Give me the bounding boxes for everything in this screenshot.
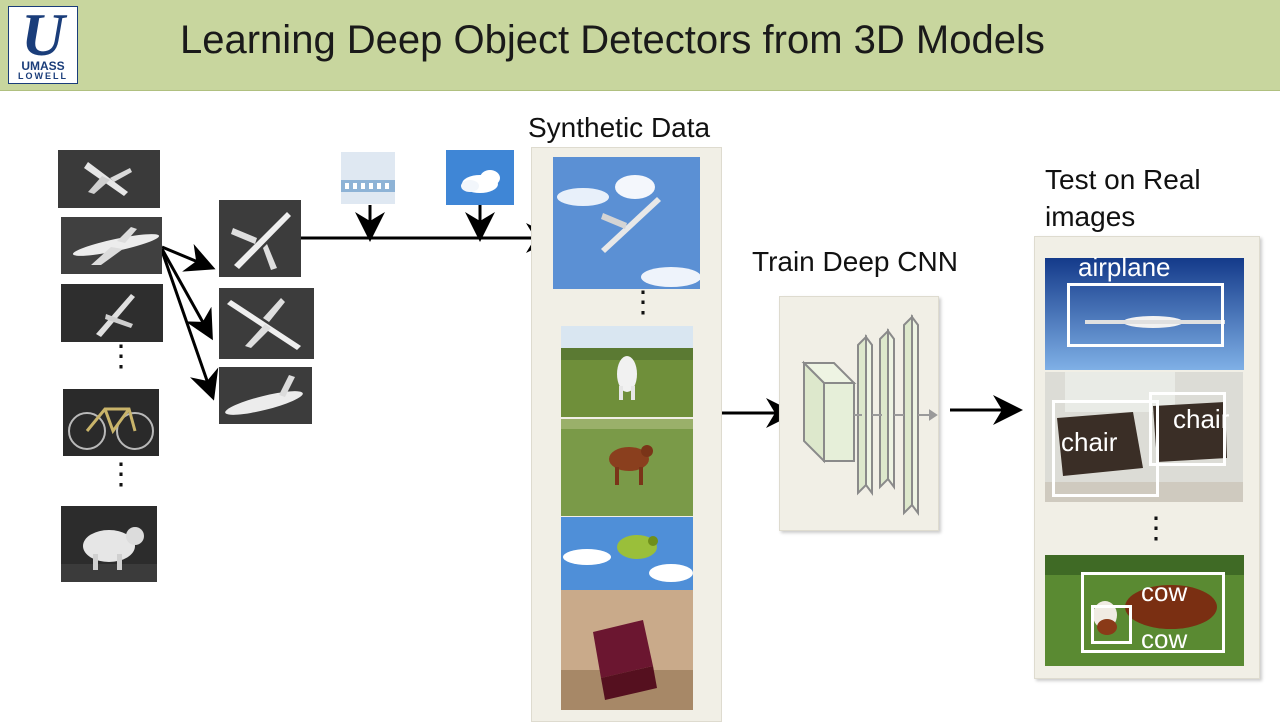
slide-title: Learning Deep Object Detectors from 3D M… (180, 18, 1045, 62)
detection-box-airplane (1067, 283, 1224, 347)
synthetic-image-chair (561, 590, 693, 710)
arrow-to-view-2 (160, 248, 213, 341)
logo-word-top: UMASS (21, 59, 65, 73)
sheep-3d-model-icon (61, 506, 157, 582)
airplane-3d-model-icon (219, 367, 312, 424)
model-thumb-airplane-top (58, 150, 160, 208)
test-label-line2: images (1045, 201, 1136, 232)
synthetic-airplane-image (553, 157, 700, 289)
synthetic-cow-image (561, 419, 693, 516)
test-image-airplane (1045, 258, 1244, 370)
airplane-3d-model-icon (61, 217, 162, 274)
synthetic-data-label: Synthetic Data (528, 112, 711, 143)
model-list-ellipsis-1: ⋮ (106, 340, 136, 373)
bicycle-3d-model-icon (63, 389, 159, 456)
synthetic-image-cow-white (561, 326, 693, 417)
cnn-architecture-icon (801, 314, 938, 516)
detection-label-cow-small: cow (1141, 624, 1188, 654)
detection-box-chair-right (1149, 392, 1226, 466)
test-label-line1: Test on Real (1045, 164, 1201, 195)
detection-box-cow-big (1081, 572, 1225, 653)
view-thumb-airplane-1 (219, 200, 301, 277)
background-thumb (446, 150, 514, 205)
view-thumb-airplane-3 (219, 367, 312, 424)
sky-background-icon (446, 150, 514, 205)
view-thumb-airplane-2 (219, 288, 314, 359)
synthetic-chair-image (561, 590, 693, 710)
model-thumb-airplane-side (61, 217, 162, 274)
logo-letter-u: U (21, 2, 65, 68)
airplane-3d-model-icon (61, 284, 163, 342)
train-cnn-label: Train Deep CNN (752, 246, 958, 277)
synthetic-image-airplane (553, 157, 700, 289)
detection-label-chair-right: chair (1173, 404, 1230, 434)
texture-thumb (341, 152, 395, 204)
detection-label-airplane: airplane (1078, 252, 1171, 282)
airplane-3d-model-icon (58, 150, 160, 208)
real-airplane-photo (1045, 258, 1244, 370)
synthetic-ellipsis: ⋮ (628, 288, 658, 318)
airplane-3d-model-icon (219, 200, 301, 277)
synthetic-cow-image (561, 326, 693, 417)
airplane-3d-model-icon (219, 288, 314, 359)
detection-label-chair-left: chair (1061, 427, 1118, 457)
model-list-ellipsis-2: ⋮ (106, 458, 136, 491)
logo-word-bottom: LOWELL (18, 71, 68, 81)
detection-box-cow-small (1091, 605, 1132, 644)
detection-label-cow-big: cow (1141, 577, 1188, 607)
model-thumb-sheep (61, 506, 157, 582)
arrow-to-view-1 (161, 243, 216, 272)
arrow-to-view-3 (160, 250, 219, 401)
synthetic-image-cow-brown (561, 419, 693, 516)
model-thumb-bicycle (63, 389, 159, 456)
texture-pattern-icon (341, 152, 395, 204)
cnn-diagram-panel (779, 296, 939, 531)
umass-lowell-logo: U UMASS LOWELL (8, 2, 78, 84)
synthetic-bird-image (561, 517, 693, 591)
synthetic-image-bird (561, 517, 693, 591)
model-thumb-airplane-top-view (61, 284, 163, 342)
test-ellipsis: ⋮ (1141, 514, 1171, 544)
detection-box-chair-left (1052, 400, 1159, 497)
slide-header (0, 0, 1280, 91)
